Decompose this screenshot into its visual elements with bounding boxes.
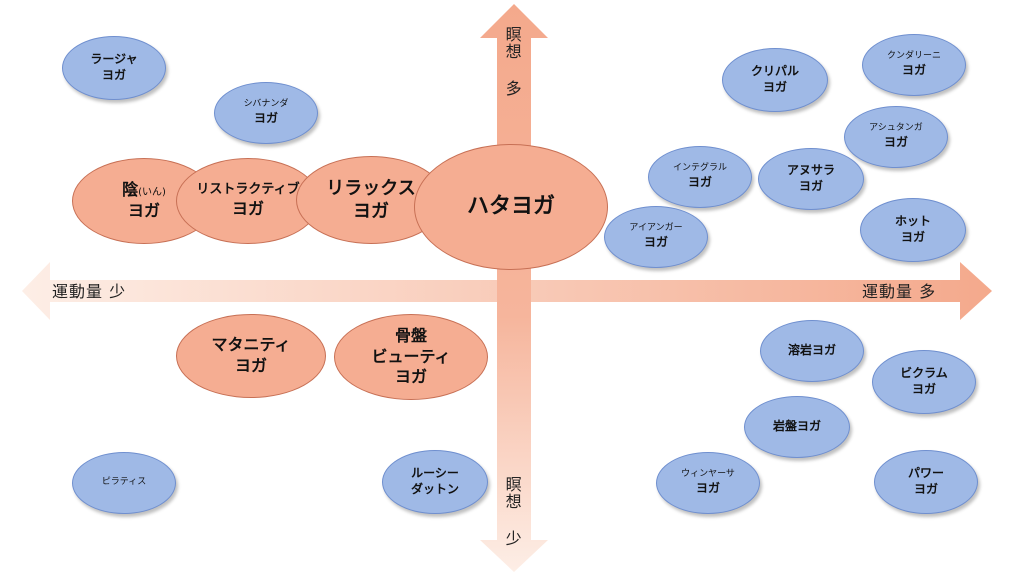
bubble-sivananda-yoga: シバナンダ ヨガ <box>214 82 318 144</box>
axis-label-meditation-less: 瞑想 少 <box>502 476 522 547</box>
bubble-ashtanga-yoga: アシュタンガ ヨガ <box>844 106 948 168</box>
bubble-power-yoga: パワー ヨガ <box>874 450 978 514</box>
axis-label-exercise-less: 運動量 少 <box>52 282 127 301</box>
bubble-pilates: ピラティス <box>72 452 176 514</box>
bubble-anusara-yoga: アヌサラ ヨガ <box>758 148 864 210</box>
bubble-kundalini-yoga: クンダリーニ ヨガ <box>862 34 966 96</box>
axis-label-meditation-more: 瞑想 多 <box>502 26 522 97</box>
bubble-raja-yoga: ラージャ ヨガ <box>62 36 166 100</box>
axis-label-exercise-more: 運動量 多 <box>862 282 937 301</box>
bubble-vinyasa-yoga: ウィンヤーサ ヨガ <box>656 452 760 514</box>
bubble-hatha-yoga: ハタヨガ <box>414 144 608 270</box>
bubble-yokugan-yoga: 溶岩ヨガ <box>760 320 864 382</box>
bubble-iyengar-yoga: アイアンガー ヨガ <box>604 206 708 268</box>
bubble-hot-yoga: ホット ヨガ <box>860 198 966 262</box>
bubble-lucy-dutton: ルーシー ダットン <box>382 450 488 514</box>
bubble-maternity-yoga: マタニティ ヨガ <box>176 314 326 398</box>
bubble-integral-yoga: インテグラル ヨガ <box>648 146 752 208</box>
bubble-ganban-yoga: 岩盤ヨガ <box>744 396 850 458</box>
bubble-pelvis-beauty-yoga: 骨盤 ビューティ ヨガ <box>334 314 488 400</box>
bubble-bikram-yoga: ビクラム ヨガ <box>872 350 976 414</box>
bubble-kripalu-yoga: クリパル ヨガ <box>722 48 828 112</box>
